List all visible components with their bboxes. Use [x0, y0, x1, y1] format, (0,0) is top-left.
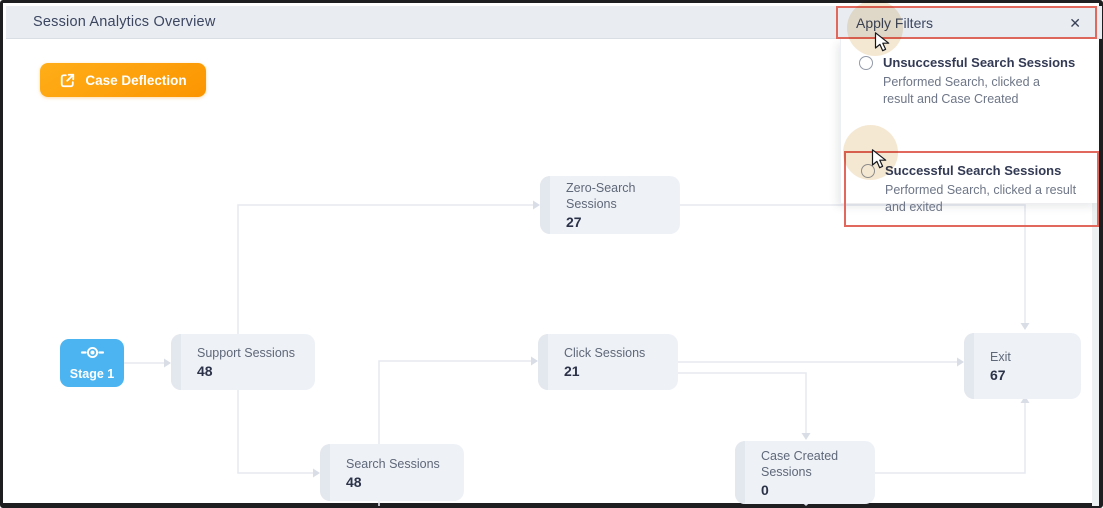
node-label: Search Sessions	[346, 456, 440, 471]
apply-filters-panel: Apply Filters ✕ Unsuccessful Search Sess…	[836, 6, 1099, 227]
close-icon[interactable]: ✕	[1069, 14, 1081, 31]
flow-node-click-sessions[interactable]: Click Sessions 21	[538, 334, 678, 390]
flow-node-case-created-sessions[interactable]: Case Created Sessions 0	[735, 441, 875, 504]
node-value: 48	[197, 363, 213, 379]
apply-filters-title: Apply Filters	[856, 14, 934, 31]
filter-option-description: Performed Search, clicked a result and e…	[885, 183, 1077, 215]
node-accent	[171, 334, 181, 390]
node-value: 67	[990, 367, 1006, 383]
filter-option-description: Performed Search, clicked a result and C…	[883, 75, 1041, 107]
flow-node-zero-search-sessions[interactable]: Zero-Search Sessions 27	[540, 176, 680, 234]
filter-option-unsuccessful[interactable]: Unsuccessful Search Sessions Performed S…	[841, 55, 1097, 109]
stage-label: Stage 1	[69, 367, 115, 381]
radio-successful[interactable]	[861, 163, 875, 178]
node-value: 21	[564, 363, 580, 379]
node-accent	[320, 444, 330, 501]
flow-node-search-sessions[interactable]: Search Sessions 48	[320, 444, 464, 501]
highlight-box-successful: Successful Search Sessions Performed Sea…	[844, 151, 1099, 227]
node-label: Case Created Sessions	[761, 448, 839, 479]
case-deflection-button[interactable]: Case Deflection	[40, 63, 206, 97]
apply-filters-header: Apply Filters ✕	[836, 6, 1097, 39]
node-accent	[964, 333, 974, 399]
flow-node-exit[interactable]: Exit 67	[964, 333, 1081, 399]
flow-node-stage-1[interactable]: Stage 1	[60, 339, 124, 387]
node-value: 0	[761, 481, 769, 498]
filter-option-label: Successful Search Sessions	[885, 163, 1062, 178]
node-accent	[538, 334, 548, 390]
node-label: Exit	[990, 350, 1011, 364]
node-accent	[540, 176, 550, 234]
node-accent	[735, 441, 745, 504]
case-deflection-label: Case Deflection	[85, 72, 187, 88]
node-label: Support Sessions	[197, 346, 295, 360]
node-label: Zero-Search Sessions	[566, 181, 636, 211]
page-title: Session Analytics Overview	[33, 14, 216, 30]
external-link-icon	[59, 72, 76, 89]
vertical-scrollbar-track[interactable]	[1092, 200, 1099, 506]
flow-node-support-sessions[interactable]: Support Sessions 48	[171, 334, 315, 390]
filter-option-label: Unsuccessful Search Sessions	[883, 55, 1076, 70]
node-value: 27	[566, 214, 582, 230]
apply-filters-body: Unsuccessful Search Sessions Performed S…	[840, 39, 1099, 227]
radio-unsuccessful[interactable]	[859, 55, 873, 70]
stage-target-icon	[79, 345, 106, 365]
node-label: Click Sessions	[564, 346, 646, 360]
filter-option-successful[interactable]: Successful Search Sessions Performed Sea…	[846, 163, 1097, 217]
node-value: 48	[346, 473, 362, 490]
